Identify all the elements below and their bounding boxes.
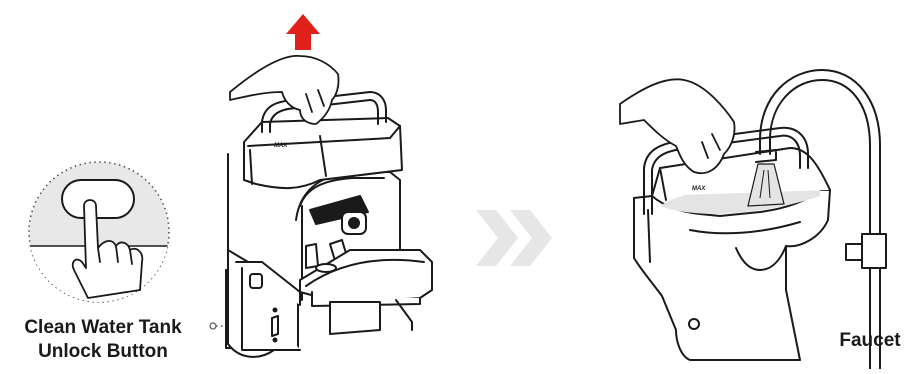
next-step-chevron-icon (476, 210, 552, 266)
unlock-button-zoomed (62, 180, 134, 218)
max-marking-right: MAX (692, 186, 706, 192)
hand-lifting-icon (230, 56, 339, 124)
clean-water-tank-right (634, 128, 830, 360)
unlock-label-line1: Clean Water Tank (0, 316, 206, 340)
faucet-label: Faucet (832, 329, 908, 353)
max-marking-left: MAX (274, 143, 288, 149)
hand-holding-icon (620, 79, 735, 173)
leader-end-dot (210, 323, 216, 329)
unlock-label-line2: Unlock Button (0, 340, 206, 364)
zoom-circle (20, 162, 180, 306)
up-arrow-icon (286, 14, 320, 50)
unlock-button-label: Clean Water Tank Unlock Button (0, 316, 206, 364)
